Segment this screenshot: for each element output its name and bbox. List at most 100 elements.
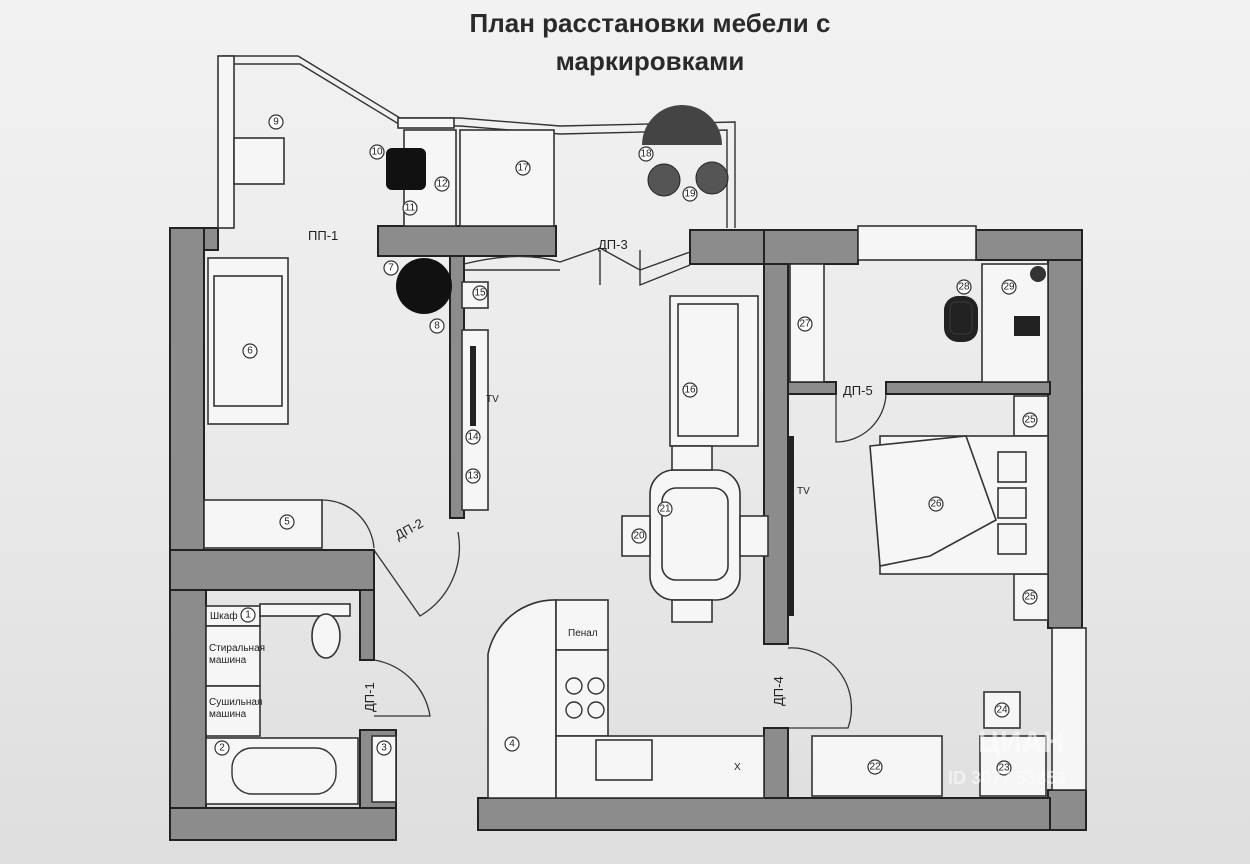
wall-bedroom-lower bbox=[763, 727, 789, 799]
watermark: ЦИАН ID 3077 53853 bbox=[948, 726, 1066, 788]
wall-bath-top bbox=[169, 549, 375, 591]
door-swing-dp2 bbox=[373, 531, 461, 617]
plan-title-line-1: План расстановки мебели с bbox=[469, 8, 831, 38]
balcony-left-wall bbox=[217, 55, 235, 229]
round-table bbox=[642, 105, 722, 145]
label-tv-living: TV bbox=[486, 394, 499, 405]
marker-17: 17 bbox=[515, 160, 531, 176]
door-swing-dp1 bbox=[373, 659, 431, 717]
burner-2 bbox=[587, 677, 605, 695]
curtain-dp3 bbox=[463, 247, 691, 271]
svg-text:5: 5 bbox=[284, 517, 290, 528]
bathroom bbox=[205, 603, 431, 805]
marker-12: 12 bbox=[434, 176, 450, 192]
label-washer-line1: Стиральная bbox=[209, 643, 265, 654]
burner-3 bbox=[565, 701, 583, 719]
wall-top-right bbox=[975, 229, 1083, 261]
svg-text:13: 13 bbox=[467, 471, 479, 482]
balcony-cabinet bbox=[459, 129, 555, 227]
marker-2: 2 bbox=[214, 740, 230, 756]
dining-chair-top bbox=[671, 445, 713, 471]
label-washer-line2: машина bbox=[209, 655, 247, 666]
tv-14 bbox=[470, 346, 476, 426]
wall-bath-bottom bbox=[169, 807, 397, 841]
walls bbox=[169, 225, 1087, 841]
label-dp1: ДП-1 bbox=[362, 682, 377, 712]
cabinet-5 bbox=[203, 499, 323, 549]
office bbox=[789, 225, 1049, 443]
marker-3: 3 bbox=[376, 740, 392, 756]
marker-26: 26 bbox=[928, 496, 944, 512]
marker-23: 23 bbox=[996, 760, 1012, 776]
marker-1: 1 bbox=[240, 607, 256, 623]
svg-text:28: 28 bbox=[958, 282, 970, 293]
svg-text:3: 3 bbox=[381, 743, 387, 754]
svg-text:27: 27 bbox=[799, 319, 811, 330]
marker-21: 21 bbox=[657, 501, 673, 517]
svg-text:23: 23 bbox=[998, 763, 1010, 774]
svg-text:2: 2 bbox=[219, 743, 225, 754]
balcony-chair bbox=[386, 148, 426, 190]
label-dp4: ДП-4 bbox=[771, 676, 786, 706]
burner-1 bbox=[565, 677, 583, 695]
wall-office-bottom-left bbox=[787, 381, 837, 395]
svg-text:4: 4 bbox=[509, 739, 515, 750]
svg-text:17: 17 bbox=[517, 163, 529, 174]
svg-text:1: 1 bbox=[245, 610, 251, 621]
marker-4: 4 bbox=[504, 736, 520, 752]
chair-8 bbox=[396, 258, 452, 314]
dining-chair-right bbox=[739, 515, 769, 557]
window-bedroom bbox=[1051, 627, 1087, 791]
svg-text:19: 19 bbox=[684, 189, 696, 200]
marker-11: 11 bbox=[402, 200, 418, 216]
ottoman-24 bbox=[983, 691, 1021, 729]
marker-20: 20 bbox=[631, 528, 647, 544]
wall-top-left-stub bbox=[203, 227, 219, 251]
wall-bottom bbox=[477, 797, 1051, 831]
kitchen-sink bbox=[595, 739, 653, 781]
label-x-mark: X bbox=[734, 762, 741, 773]
wall-right bbox=[1047, 259, 1083, 629]
label-dryer-line2: машина bbox=[209, 709, 247, 720]
laptop bbox=[1014, 316, 1040, 336]
svg-text:21: 21 bbox=[659, 504, 671, 515]
chair-28 bbox=[944, 296, 978, 342]
door-dp3-lines bbox=[464, 250, 691, 287]
fridge-4 bbox=[487, 599, 557, 799]
svg-text:29: 29 bbox=[1003, 282, 1015, 293]
cabinet-23 bbox=[979, 735, 1047, 797]
marker-28: 28 bbox=[956, 279, 972, 295]
chair-28-grid bbox=[949, 301, 973, 335]
pouf-1 bbox=[647, 163, 681, 197]
svg-text:10: 10 bbox=[371, 147, 383, 158]
wall-bath-left bbox=[169, 589, 207, 841]
plan-title-line-2: маркировками bbox=[555, 46, 745, 76]
markers: 1 2 3 4 5 6 7 8 9 10 11 12 13 14 15 16 1… bbox=[214, 114, 1038, 776]
marker-27: 27 bbox=[797, 316, 813, 332]
watermark-id: ID 3077 53853 bbox=[948, 768, 1066, 788]
marker-22: 22 bbox=[867, 759, 883, 775]
kitchen bbox=[487, 599, 765, 799]
marker-13: 13 bbox=[465, 468, 481, 484]
bathtub-inner bbox=[231, 747, 337, 795]
marker-8: 8 bbox=[429, 318, 445, 334]
bed-6-mattress bbox=[213, 275, 283, 407]
balcony bbox=[217, 55, 736, 287]
marker-7: 7 bbox=[383, 260, 399, 276]
label-dp3: ДП-3 bbox=[598, 237, 628, 252]
drying-machine bbox=[205, 685, 261, 737]
wall-living-top bbox=[377, 225, 557, 257]
balcony-outline bbox=[222, 55, 736, 228]
marker-25a: 25 bbox=[1022, 412, 1038, 428]
wall-right-lower bbox=[1047, 789, 1087, 831]
marker-29: 29 bbox=[1001, 279, 1017, 295]
pillow-2 bbox=[997, 487, 1027, 519]
label-shkaf: Шкаф bbox=[210, 610, 238, 622]
wall-office-bottom-right bbox=[885, 381, 1051, 395]
svg-text:24: 24 bbox=[996, 705, 1008, 716]
marker-18: 18 bbox=[638, 146, 654, 162]
pouf-2 bbox=[695, 161, 729, 195]
balcony-inner-line bbox=[232, 63, 728, 228]
